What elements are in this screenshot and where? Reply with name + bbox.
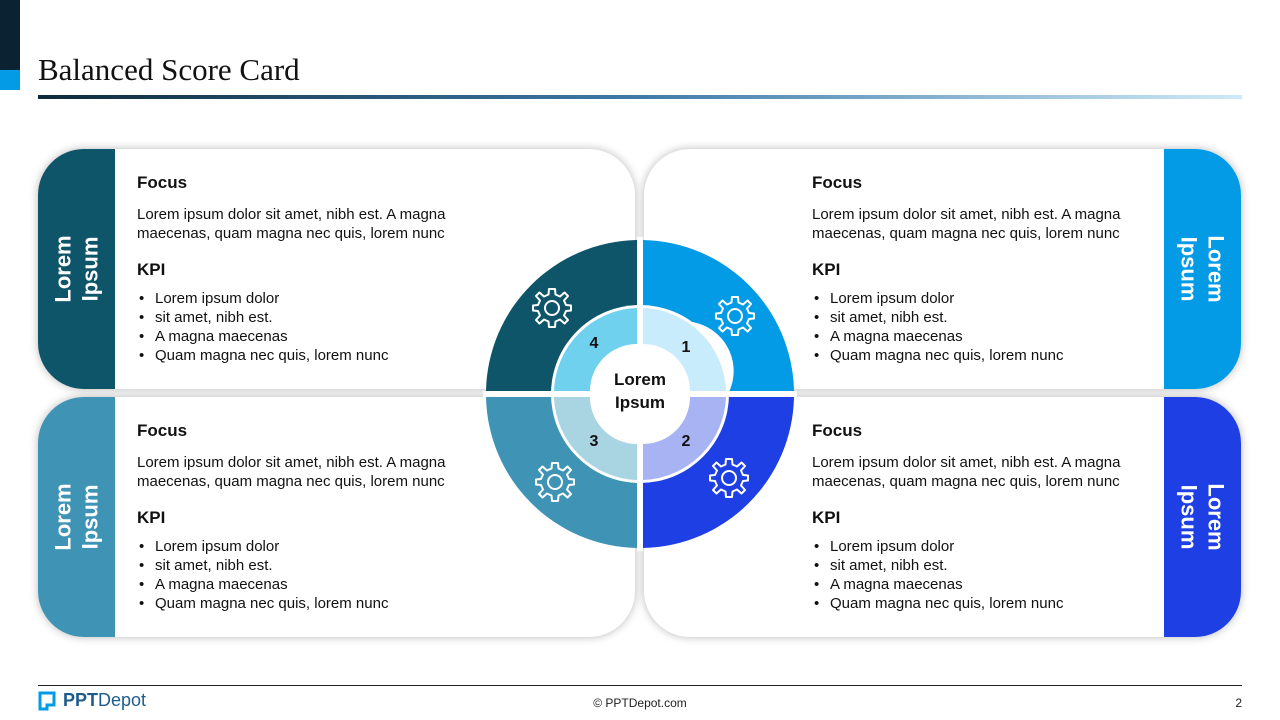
center-label-line: Ipsum — [615, 393, 665, 412]
kpi-item: Lorem ipsum dolor — [137, 537, 482, 556]
focus-heading: Focus — [137, 421, 188, 440]
kpi-heading: KPI — [137, 508, 166, 527]
kpi-item: A magna maecenas — [812, 327, 1157, 346]
copyright-text: © PPTDepot.com — [593, 696, 687, 710]
kpi-item: Quam magna nec quis, lorem nunc — [137, 346, 482, 365]
footer-divider — [38, 685, 1242, 686]
quadrant-number-2: 2 — [682, 433, 691, 450]
card-content: Focus Lorem ipsum dolor sit amet, nibh e… — [137, 411, 482, 613]
title-underline — [38, 95, 1242, 99]
kpi-heading: KPI — [137, 260, 166, 279]
inner-ring — [551, 305, 729, 483]
center-label-line: Lorem — [614, 370, 666, 389]
focus-heading: Focus — [812, 421, 863, 440]
kpi-item: Quam magna nec quis, lorem nunc — [812, 346, 1157, 365]
quadrant-number-3: 3 — [590, 433, 599, 450]
card-tab-label: Lorem Ipsum — [1176, 483, 1229, 551]
corner-accent-dark — [0, 0, 20, 70]
quadrant-number-1: 1 — [682, 339, 691, 356]
corner-accent-blue — [0, 70, 20, 90]
kpi-item: Lorem ipsum dolor — [812, 537, 1157, 556]
card-tab: Lorem Ipsum — [1164, 149, 1241, 389]
kpi-list: Lorem ipsum dolor sit amet, nibh est. A … — [137, 289, 482, 365]
kpi-item: A magna maecenas — [137, 575, 482, 594]
kpi-item: Lorem ipsum dolor — [812, 289, 1157, 308]
quadrant-inner-1 — [643, 308, 726, 391]
kpi-item: A magna maecenas — [812, 575, 1157, 594]
focus-text: Lorem ipsum dolor sit amet, nibh est. A … — [137, 206, 446, 242]
logo-text: PPTDepot — [63, 690, 146, 711]
card-content: Focus Lorem ipsum dolor sit amet, nibh e… — [812, 411, 1157, 613]
kpi-item: Quam magna nec quis, lorem nunc — [812, 594, 1157, 613]
kpi-item: A magna maecenas — [137, 327, 482, 346]
card-tab-label: Lorem Ipsum — [1176, 235, 1229, 303]
focus-text: Lorem ipsum dolor sit amet, nibh est. A … — [812, 206, 1121, 242]
card-top-left: Lorem Ipsum Focus Lorem ipsum dolor sit … — [38, 149, 635, 389]
ppt-depot-logo: PPTDepot — [38, 690, 146, 711]
card-tab-label: Lorem Ipsum — [50, 483, 103, 551]
focus-heading: Focus — [812, 173, 863, 192]
quadrant-inner-2 — [643, 397, 726, 480]
focus-text: Lorem ipsum dolor sit amet, nibh est. A … — [812, 454, 1121, 490]
card-bottom-right: Lorem Ipsum Focus Lorem ipsum dolor sit … — [644, 397, 1241, 637]
logo-text-bold: PPT — [63, 690, 99, 710]
quadrant-inner-3 — [554, 397, 637, 480]
card-content: Focus Lorem ipsum dolor sit amet, nibh e… — [812, 163, 1157, 365]
kpi-heading: KPI — [812, 260, 841, 279]
kpi-item: sit amet, nibh est. — [812, 308, 1157, 327]
focus-heading: Focus — [137, 173, 188, 192]
kpi-item: sit amet, nibh est. — [137, 556, 482, 575]
kpi-item: Quam magna nec quis, lorem nunc — [137, 594, 482, 613]
card-tab: Lorem Ipsum — [1164, 397, 1241, 637]
logo-mark-icon — [38, 691, 56, 711]
card-tab-label: Lorem Ipsum — [50, 235, 103, 303]
card-tab: Lorem Ipsum — [38, 397, 115, 637]
kpi-list: Lorem ipsum dolor sit amet, nibh est. A … — [812, 289, 1157, 365]
quadrant-number-4: 4 — [590, 335, 599, 352]
logo-text-rest: Depot — [98, 690, 147, 710]
card-content: Focus Lorem ipsum dolor sit amet, nibh e… — [137, 163, 482, 365]
kpi-item: Lorem ipsum dolor — [137, 289, 482, 308]
center-circle — [594, 348, 686, 440]
kpi-item: sit amet, nibh est. — [137, 308, 482, 327]
slide-title: Balanced Score Card — [38, 52, 300, 87]
focus-text: Lorem ipsum dolor sit amet, nibh est. A … — [137, 454, 446, 490]
quadrant-inner-4 — [554, 308, 637, 391]
kpi-heading: KPI — [812, 508, 841, 527]
kpi-list: Lorem ipsum dolor sit amet, nibh est. A … — [812, 537, 1157, 613]
page-number: 2 — [1235, 696, 1242, 710]
kpi-item: sit amet, nibh est. — [812, 556, 1157, 575]
kpi-list: Lorem ipsum dolor sit amet, nibh est. A … — [137, 537, 482, 613]
card-tab: Lorem Ipsum — [38, 149, 115, 389]
